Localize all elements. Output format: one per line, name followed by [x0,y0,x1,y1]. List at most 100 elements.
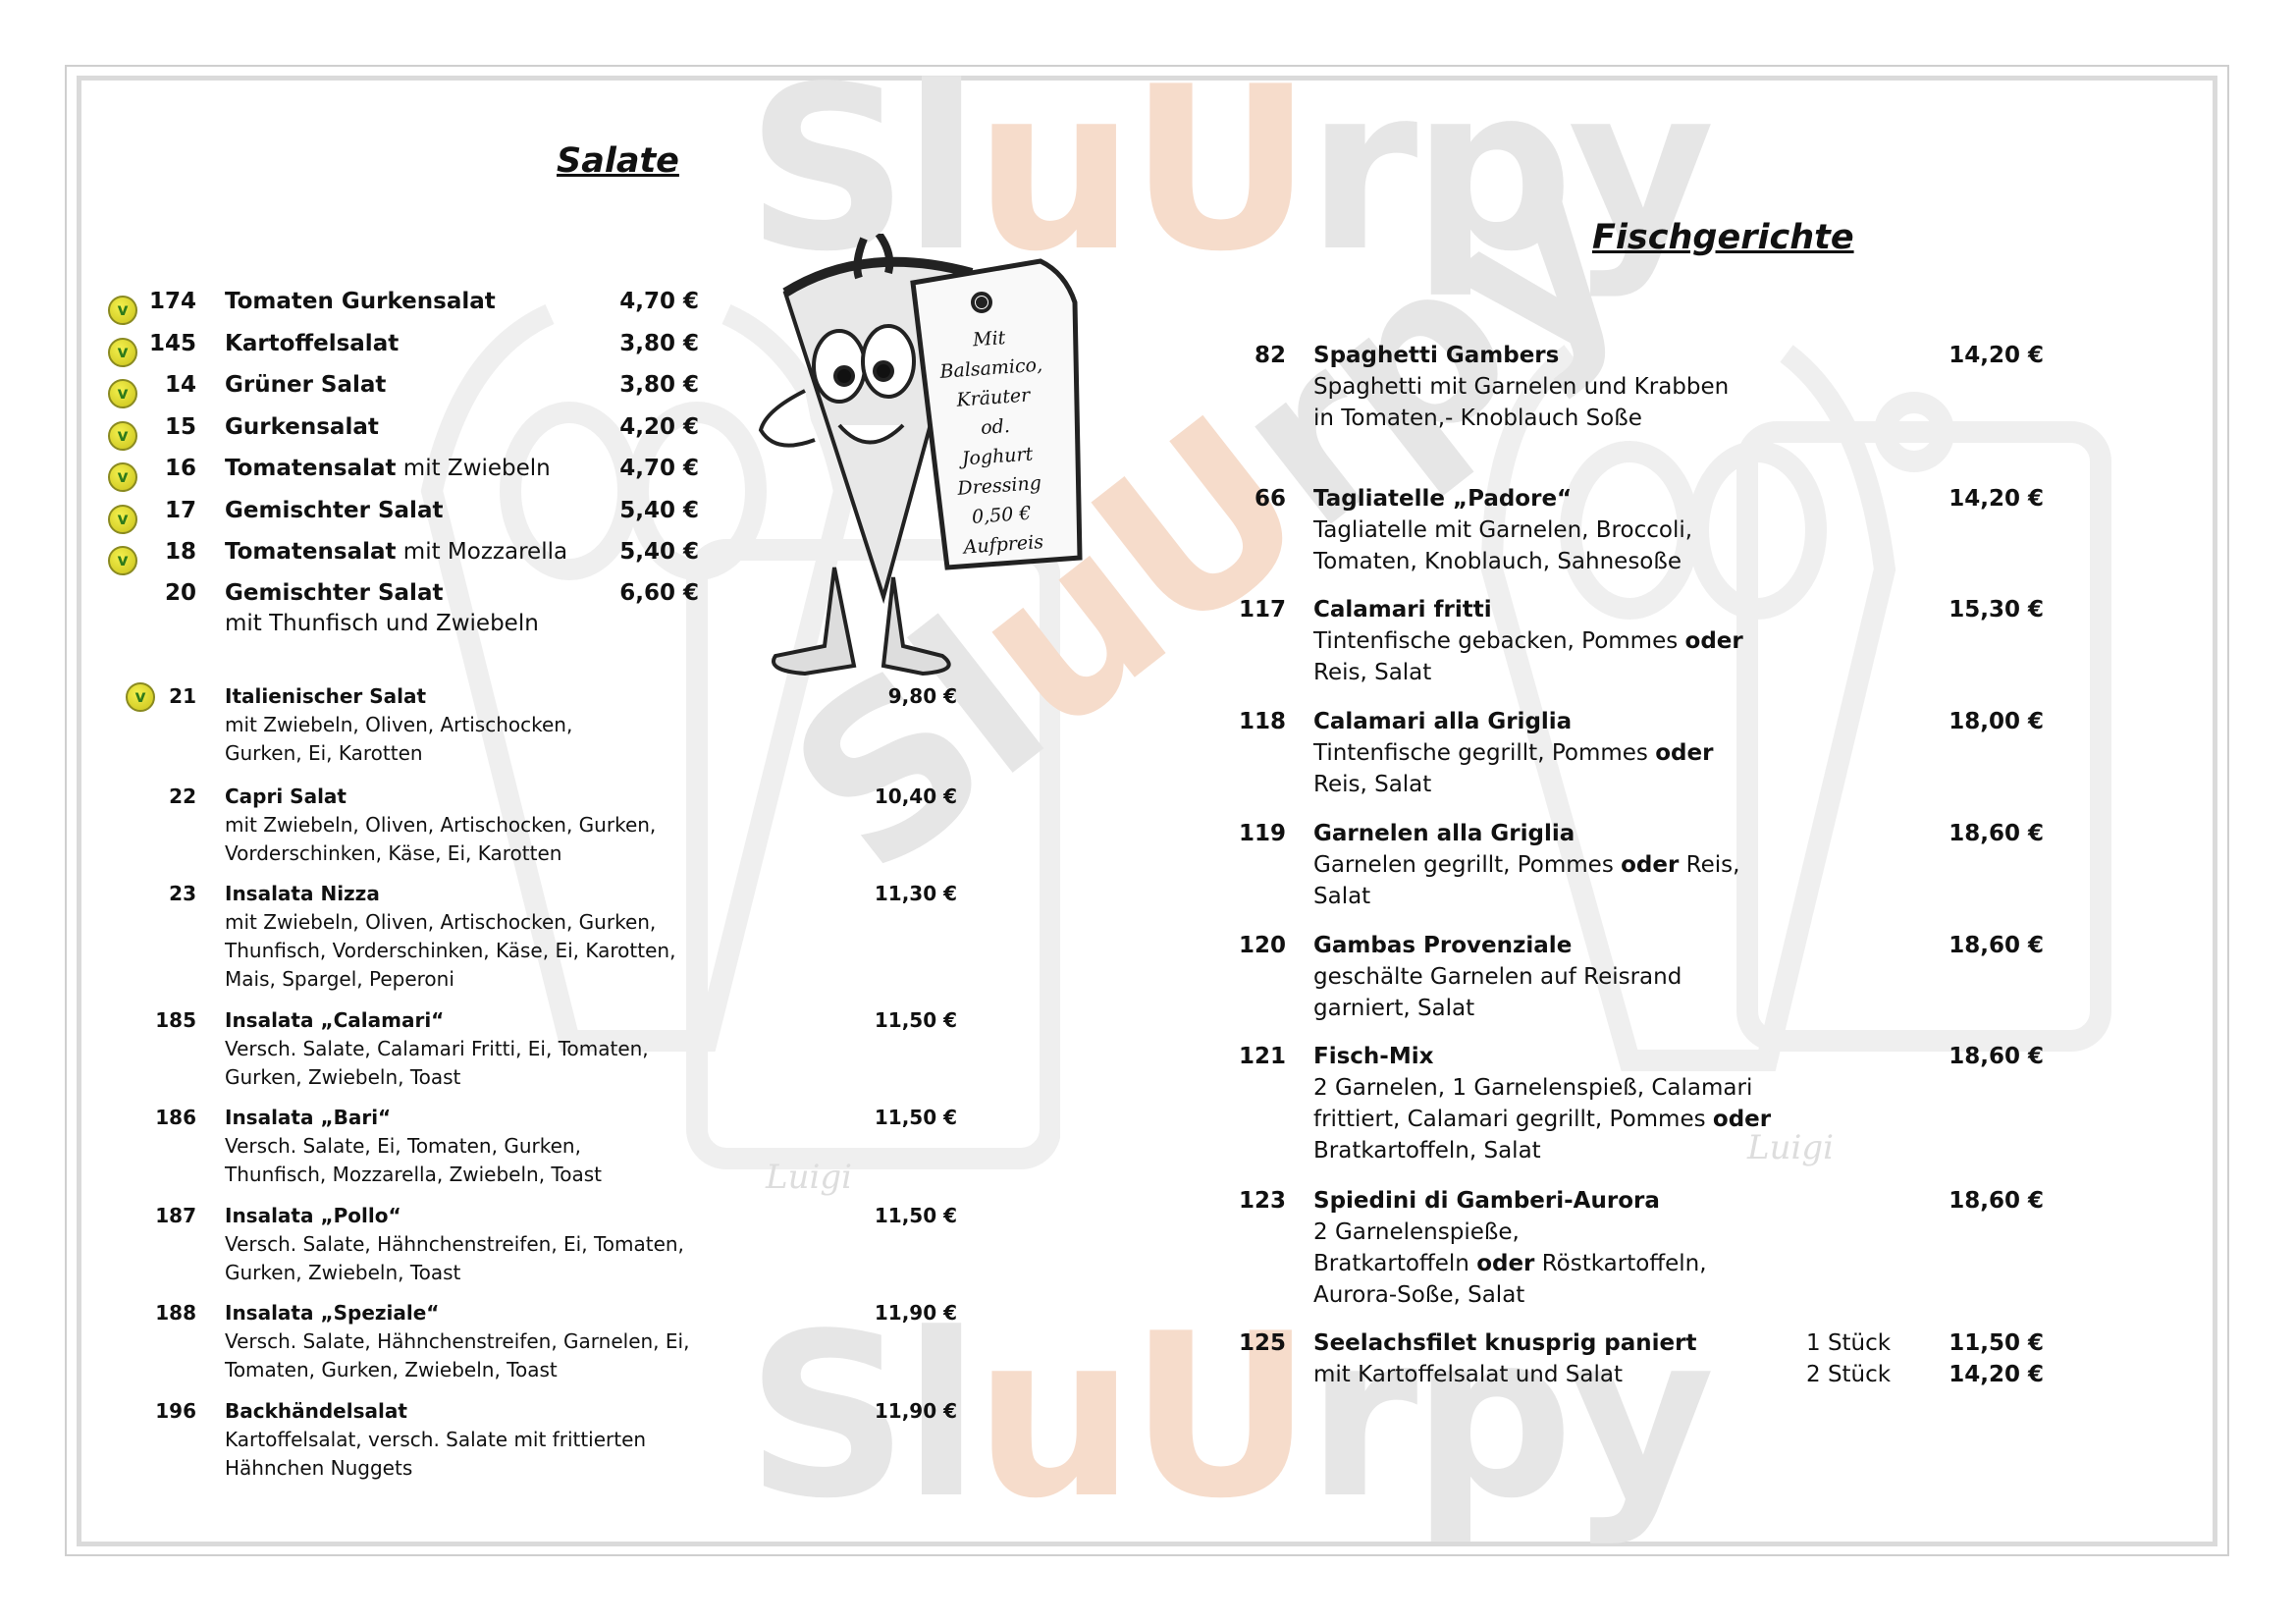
item-price: 6,60 € [619,580,699,606]
item-name: Insalata „Pollo“ [225,1204,401,1227]
item-price: 18,60 € [1949,821,2044,846]
menu-inner-frame [77,76,2217,1546]
item-description: Versch. Salate, Hähnchenstreifen, Garnel… [225,1329,690,1353]
item-price: 3,80 € [619,331,699,356]
item-description: geschälte Garnelen auf Reisrand [1313,962,1682,993]
item-description: Tomaten, Gurken, Zwiebeln, Toast [225,1358,558,1381]
description-text: Reis, [1679,852,1740,878]
item-number: 196 [155,1399,196,1423]
description-text: frittiert, Calamari gegrillt, Pommes [1313,1107,1713,1132]
item-name-main: Grüner Salat [225,372,387,398]
item-description: Salat [1313,882,1370,912]
item-name: Gemischter Salat [225,496,443,526]
item-description: Gurken, Zwiebeln, Toast [225,1065,461,1089]
description-text: Aurora-Soße, Salat [1313,1282,1525,1308]
description-text: Salat [1313,884,1371,909]
item-price: 11,90 € [874,1399,957,1423]
description-text: 2 Garnelenspieße, [1313,1219,1520,1245]
item-number: 145 [148,331,196,356]
item-number: 186 [155,1106,196,1129]
item-number: 20 [164,580,196,606]
item-description: Versch. Salate, Ei, Tomaten, Gurken, [225,1134,581,1158]
item-name-main: Kartoffelsalat [225,331,400,356]
description-text: Bratkartoffeln, Salat [1313,1138,1541,1164]
item-price: 14,20 € [1949,343,2044,368]
item-price: 4,70 € [619,289,699,314]
description-emphasis: oder [1712,1107,1772,1132]
item-description: in Tomaten,- Knoblauch Soße [1313,404,1642,434]
item-number: 21 [169,684,196,708]
item-description: Garnelen gegrillt, Pommes oder Reis, [1313,850,1739,881]
item-price: 3,80 € [619,372,699,398]
watermark-top: SluUrpy [746,39,1715,301]
item-name: Calamari alla Griglia [1313,709,1573,734]
item-name: Tomaten Gurkensalat [225,287,496,317]
description-text: Spaghetti mit Garnelen und Krabben [1313,374,1730,400]
item-number: 118 [1238,709,1286,734]
item-price: 5,40 € [619,498,699,523]
item-description: mit Zwiebeln, Oliven, Artischocken, Gurk… [225,910,657,934]
menu-outer-frame [65,65,2229,1556]
item-name: Insalata „Speziale“ [225,1301,440,1325]
item-price: 10,40 € [874,785,957,808]
description-emphasis: oder [1476,1251,1535,1276]
vegetarian-icon: v [108,296,137,325]
item-description: Gurken, Ei, Karotten [225,741,423,765]
item-description: mit Kartoffelsalat und Salat [1313,1362,1623,1387]
item-number: 185 [155,1008,196,1032]
item-price: 11,50 € [874,1008,957,1032]
item-name: Tagliatelle „Padore“ [1313,486,1573,512]
salate-heading: Salate [557,141,679,181]
item-description: Aurora-Soße, Salat [1313,1280,1524,1311]
item-description: Thunfisch, Vorderschinken, Käse, Ei, Kar… [225,939,676,962]
item-description: Mais, Spargel, Peperoni [225,967,454,991]
item-description: Gurken, Zwiebeln, Toast [225,1261,461,1284]
item-price: 11,90 € [874,1301,957,1325]
item-number: 125 [1238,1330,1286,1356]
item-name-main: Tomatensalat [225,456,397,481]
item-price: 18,60 € [1949,933,2044,958]
item-name: Insalata „Calamari“ [225,1008,445,1032]
item-price: 4,70 € [619,456,699,481]
item-name: Gemischter Salat [225,578,443,609]
vegetarian-icon: v [108,421,137,451]
item-number: 123 [1238,1188,1286,1214]
item-name: Calamari fritti [1313,597,1492,623]
watermark-bottom: SluUrpy [746,1286,1715,1548]
item-description: Tomaten, Knoblauch, Sahnesoße [1313,547,1682,577]
description-text: Tagliatelle mit Garnelen, Broccoli, [1313,517,1693,543]
description-text: in Tomaten,- Knoblauch Soße [1313,406,1642,431]
background-mascot-right: Luigi [1480,345,2111,1167]
item-name: Gambas Provenziale [1313,933,1573,958]
item-number: 121 [1238,1044,1286,1069]
description-text: Tomaten, Knoblauch, Sahnesoße [1313,549,1682,574]
description-text: Reis, Salat [1313,772,1432,797]
item-number: 23 [169,882,196,905]
description-text: 2 Garnelen, 1 Garnelenspieß, Calamari [1313,1075,1753,1101]
item-name: Spiedini di Gamberi-Aurora [1313,1188,1660,1214]
watermark-brand-right: Luigi [1746,1128,1834,1167]
description-text: garniert, Salat [1313,996,1475,1021]
item-name-main: Gemischter Salat [225,580,444,606]
item-price: 18,00 € [1949,709,2044,734]
vegetarian-icon: v [108,338,137,367]
item-description: 2 Garnelen, 1 Garnelenspieß, Calamari [1313,1073,1752,1104]
item-description: Bratkartoffeln, Salat [1313,1136,1541,1166]
item-name: Insalata „Bari“ [225,1106,392,1129]
item-price: 11,30 € [874,882,957,905]
item-number: 22 [169,785,196,808]
item-number: 120 [1238,933,1286,958]
description-text: Tintenfische gegrillt, Pommes [1313,740,1656,766]
item-description: Versch. Salate, Hähnchenstreifen, Ei, To… [225,1232,684,1256]
description-emphasis: oder [1621,852,1680,878]
item-name: Garnelen alla Griglia [1313,821,1575,846]
item-name-main: Gemischter Salat [225,498,444,523]
item-name: Grüner Salat [225,370,386,401]
description-text: Tintenfische gebacken, Pommes [1313,628,1685,654]
item-quantity-1: 1 Stück [1806,1330,1892,1356]
item-number: 188 [155,1301,196,1325]
item-number: 15 [164,414,196,440]
item-description: Reis, Salat [1313,770,1431,800]
item-description: Kartoffelsalat, versch. Salate mit fritt… [225,1428,647,1451]
description-text: Reis, Salat [1313,660,1432,685]
